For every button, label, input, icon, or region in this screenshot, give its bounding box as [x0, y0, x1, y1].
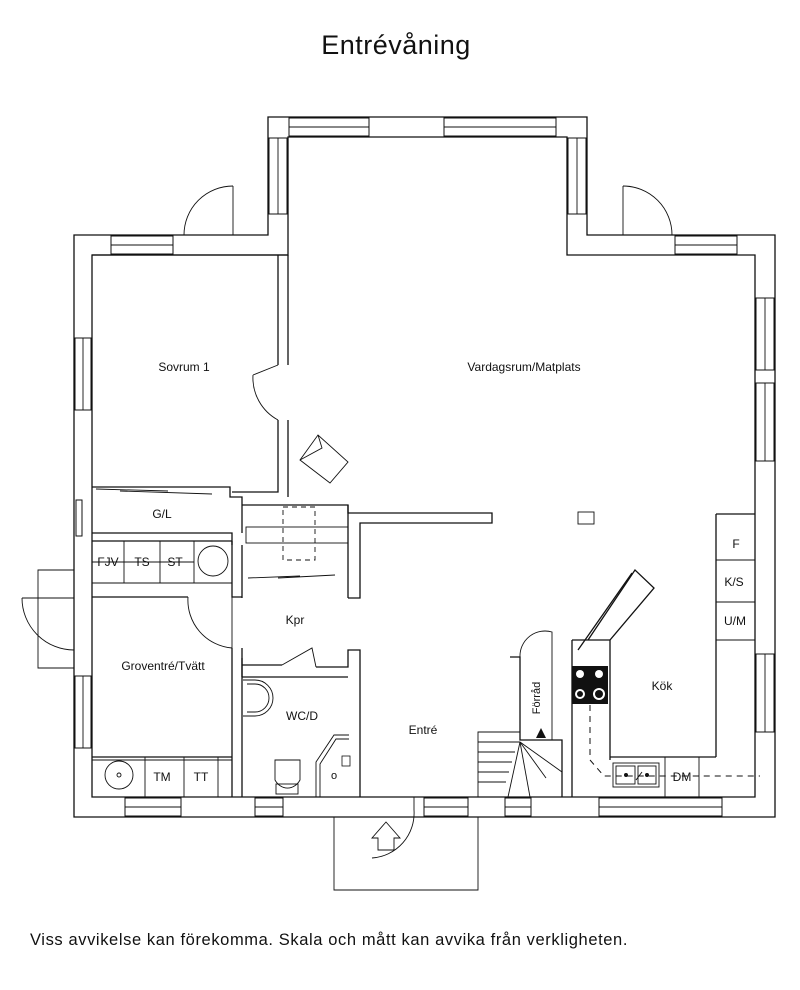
wardrobes	[95, 488, 349, 579]
interior-doors	[187, 364, 553, 859]
kitchen-fixtures	[572, 559, 760, 797]
windows	[74, 117, 775, 817]
room-labels: Sovrum 1 Vardagsrum/Matplats G/L Kpr Gro…	[121, 360, 673, 737]
room-label-vardagsrum: Vardagsrum/Matplats	[467, 360, 580, 374]
fixture-label-tm: TM	[153, 770, 170, 784]
fixture-label-um: U/M	[724, 614, 746, 628]
room-label-kpr: Kpr	[286, 613, 305, 627]
fixture-label-ts: TS	[134, 555, 149, 569]
fixture-label-tt: TT	[194, 770, 209, 784]
room-label-groventre: Groventré/Tvätt	[121, 659, 205, 673]
stairs	[477, 731, 563, 798]
room-label-kok: Kök	[652, 679, 674, 693]
interior-walls	[92, 254, 755, 797]
room-label-sovrum: Sovrum 1	[158, 360, 210, 374]
room-label-wcd: WC/D	[286, 709, 318, 723]
outer-walls	[73, 116, 776, 818]
fixture-label-shower: o	[331, 770, 337, 782]
fixture-label-dm: DM	[673, 770, 692, 784]
floor-title: Entrévåning	[321, 30, 471, 60]
fixture-labels: FJV TS ST TM TT F K/S U/M DM o	[97, 537, 746, 784]
fixture-label-f: F	[732, 537, 739, 551]
room-label-entre: Entré	[409, 723, 438, 737]
room-label-gl: G/L	[152, 507, 172, 521]
fixture-label-ks: K/S	[724, 575, 743, 589]
disclaimer-note: Viss avvikelse kan förekomma. Skala och …	[30, 931, 629, 949]
furniture	[91, 434, 595, 797]
fixture-label-st: ST	[167, 555, 183, 569]
fixture-label-fjv: FJV	[97, 555, 118, 569]
room-label-forrad: Förråd	[531, 682, 543, 714]
exterior-doors	[21, 185, 673, 891]
stair-arrow-icon	[536, 728, 546, 738]
